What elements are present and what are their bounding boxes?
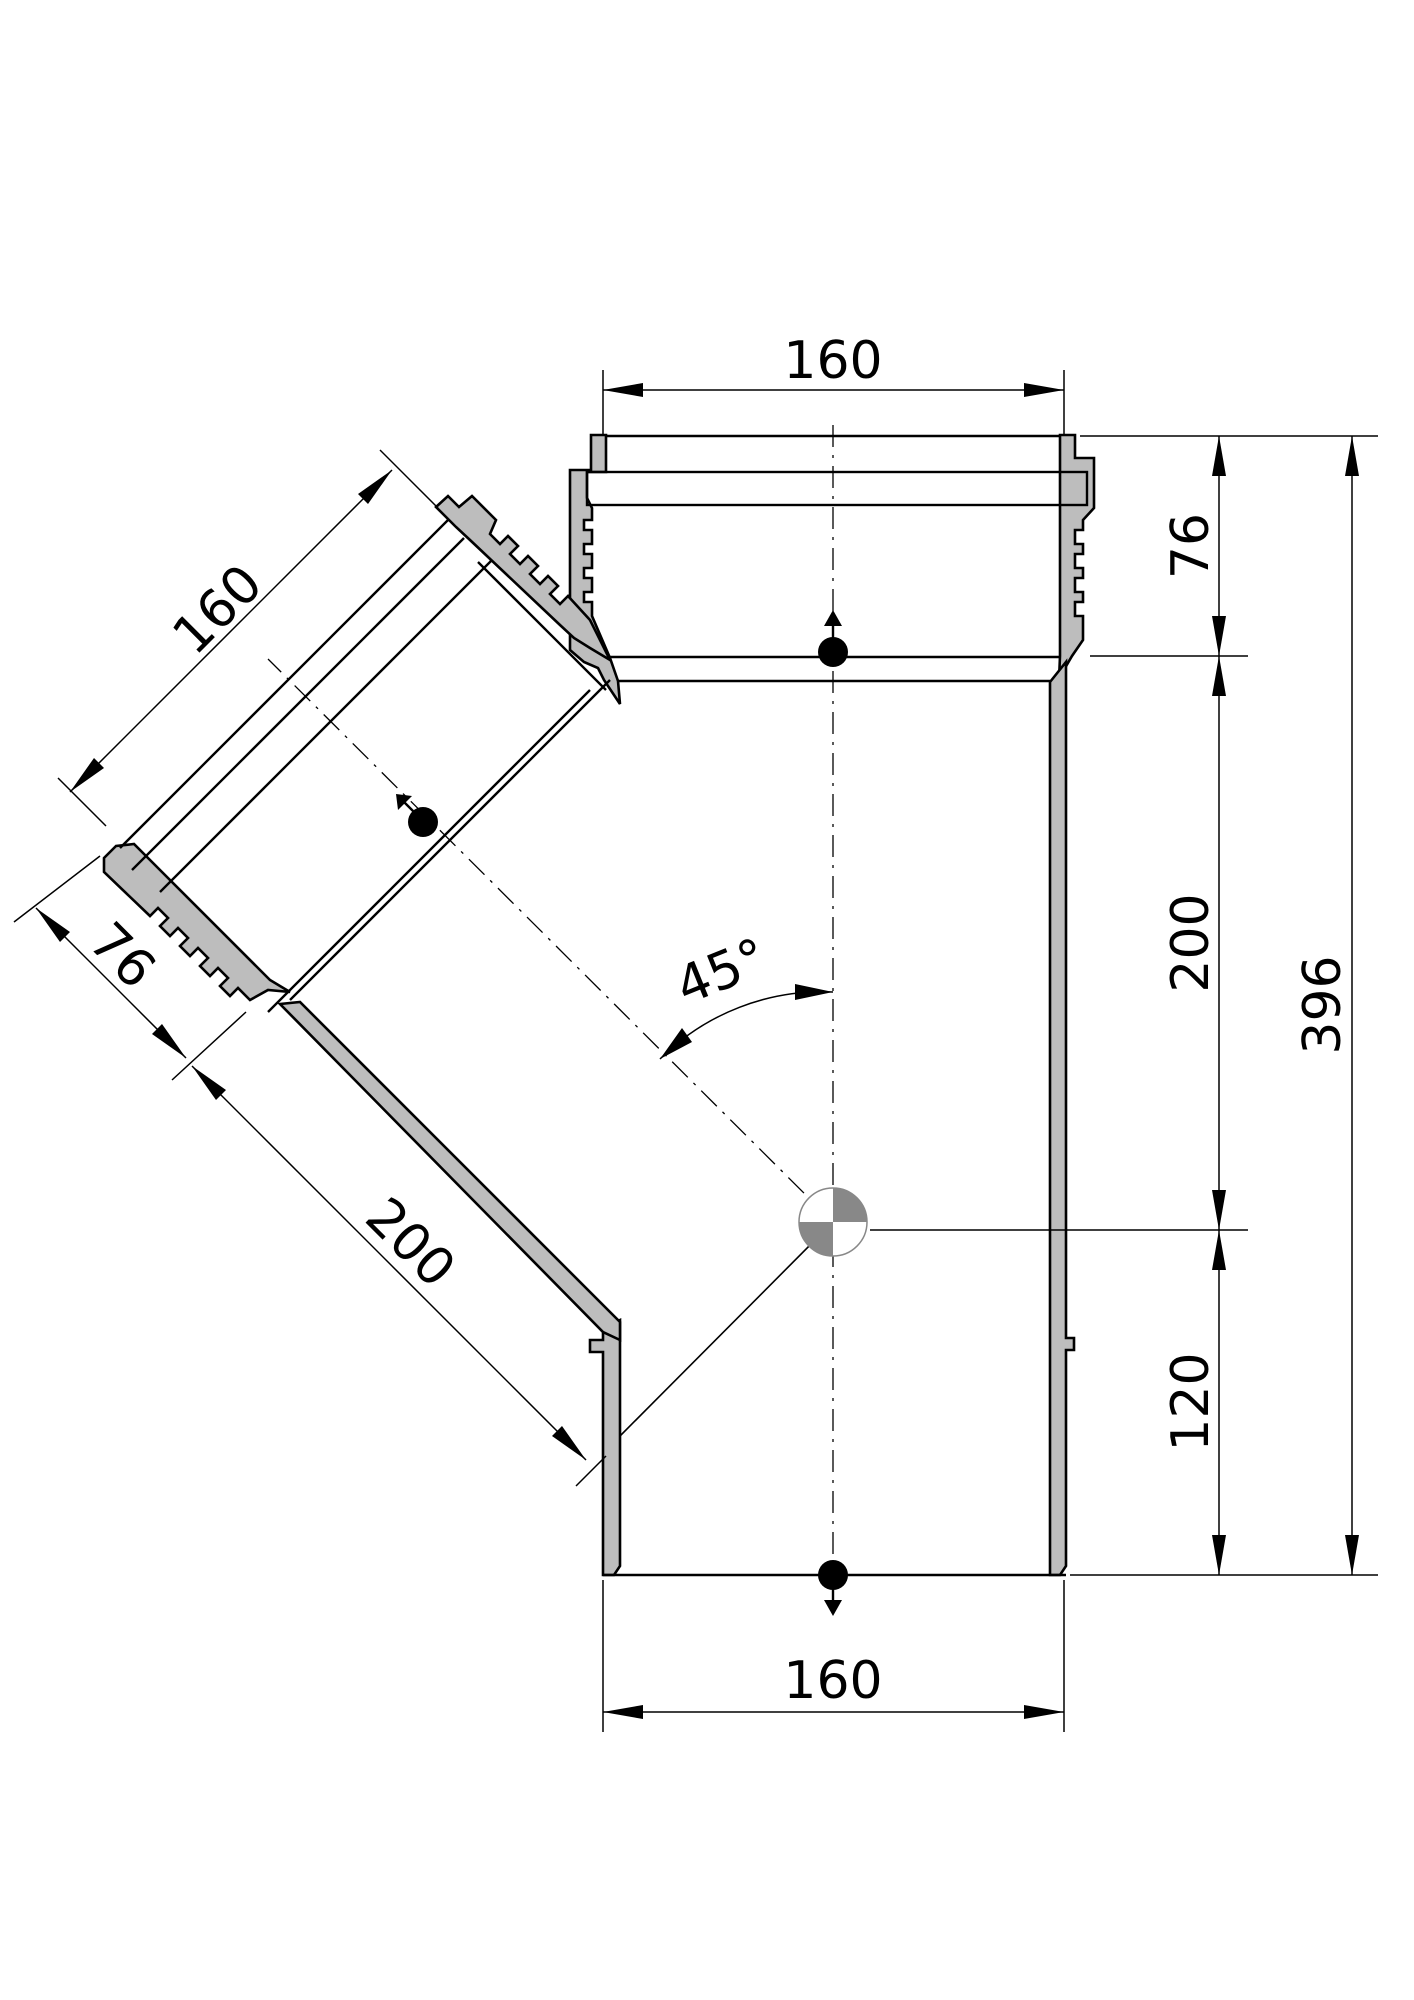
dim-socket-depth-branch: 76: [77, 911, 166, 1000]
branch-inner-line-1: [119, 519, 449, 849]
branch-socket-top-wall: [434, 494, 614, 664]
dim-overall-height: 396: [1293, 955, 1353, 1054]
branch-socket-bottom-wall: [102, 842, 291, 1002]
branch-inner-line-2: [131, 537, 465, 871]
dim-bottom-width: 160: [783, 1651, 882, 1711]
dim-branch-angle: 45°: [668, 927, 776, 1017]
dim-branch-width: 160: [162, 554, 275, 667]
main-left-lower-wall: [588, 1317, 622, 1577]
flow-marker-branch: [396, 794, 438, 837]
main-seal-ring: [585, 470, 1089, 507]
branch-inner-line-3: [159, 559, 493, 893]
dim-top-width: 160: [783, 331, 882, 391]
main-socket-left-wall: [568, 433, 622, 705]
main-pipe: [568, 433, 1096, 1577]
dimension-labels: 160 160 76 200 120 396 160 76 200 45°: [77, 331, 1353, 1711]
branch-inner-line-4: [267, 689, 591, 1013]
branch-pipe: [102, 494, 622, 1343]
dim-socket-depth-main: 76: [1161, 513, 1221, 579]
dim-main-lower-length: 120: [1161, 1352, 1221, 1451]
dim-branch-length: 200: [354, 1187, 467, 1300]
main-right-wall: [1048, 658, 1076, 1577]
flow-marker-top: [818, 610, 848, 667]
markers: [396, 610, 868, 1616]
center-point-symbol: [798, 1187, 868, 1257]
branch-lower-wall: [277, 1000, 622, 1343]
centerlines: [267, 425, 834, 1582]
dimension-lines: [13, 370, 1378, 1732]
flow-marker-bottom: [818, 1560, 848, 1616]
main-socket-right-wall: [1056, 433, 1096, 705]
branch-inner-line-5: [289, 679, 611, 1001]
dim-main-upper-length: 200: [1161, 893, 1221, 992]
branch-socket-step: [477, 561, 607, 691]
